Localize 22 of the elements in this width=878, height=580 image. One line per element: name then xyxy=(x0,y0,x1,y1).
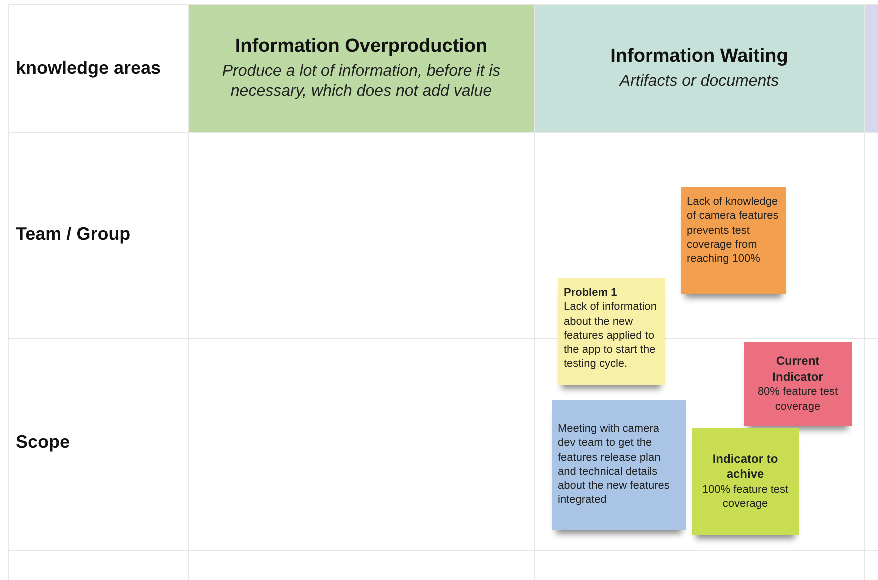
column-description: Produce a lot of information, before it is necessary, which does not add value xyxy=(221,62,502,101)
sticky-note xyxy=(558,278,665,385)
column-title: Information Waiting xyxy=(610,46,788,68)
note-text: Meeting with camera dev team to get the features release plan and technical details about the new features integrated xyxy=(558,422,671,508)
sticky-note xyxy=(692,428,799,535)
sticky-note xyxy=(744,342,852,426)
sticky-note xyxy=(681,187,786,294)
row-heading: Scope xyxy=(16,432,70,453)
note-text: Lack of information about the new features applied to the app to start the testing cycle. xyxy=(564,300,658,372)
note-text: Lack of knowledge of camera features prevents test coverage from reaching 100% xyxy=(687,195,780,266)
row-heading: Team / Group xyxy=(16,224,131,245)
column-description: Artifacts or documents xyxy=(620,72,780,92)
note-heading: Indicator to achive xyxy=(712,452,780,483)
sticky-note xyxy=(552,400,686,530)
header-band xyxy=(189,5,534,132)
note-text: 100% feature test coverage xyxy=(701,482,790,512)
header-band xyxy=(535,5,864,132)
note-text: 80% feature test coverage xyxy=(756,385,840,414)
note-heading: Problem 1 xyxy=(564,286,618,300)
note-heading: Current Indicator xyxy=(772,354,824,386)
column-title: Information Overproduction xyxy=(235,36,488,58)
column-heading: knowledge areas xyxy=(16,58,162,79)
